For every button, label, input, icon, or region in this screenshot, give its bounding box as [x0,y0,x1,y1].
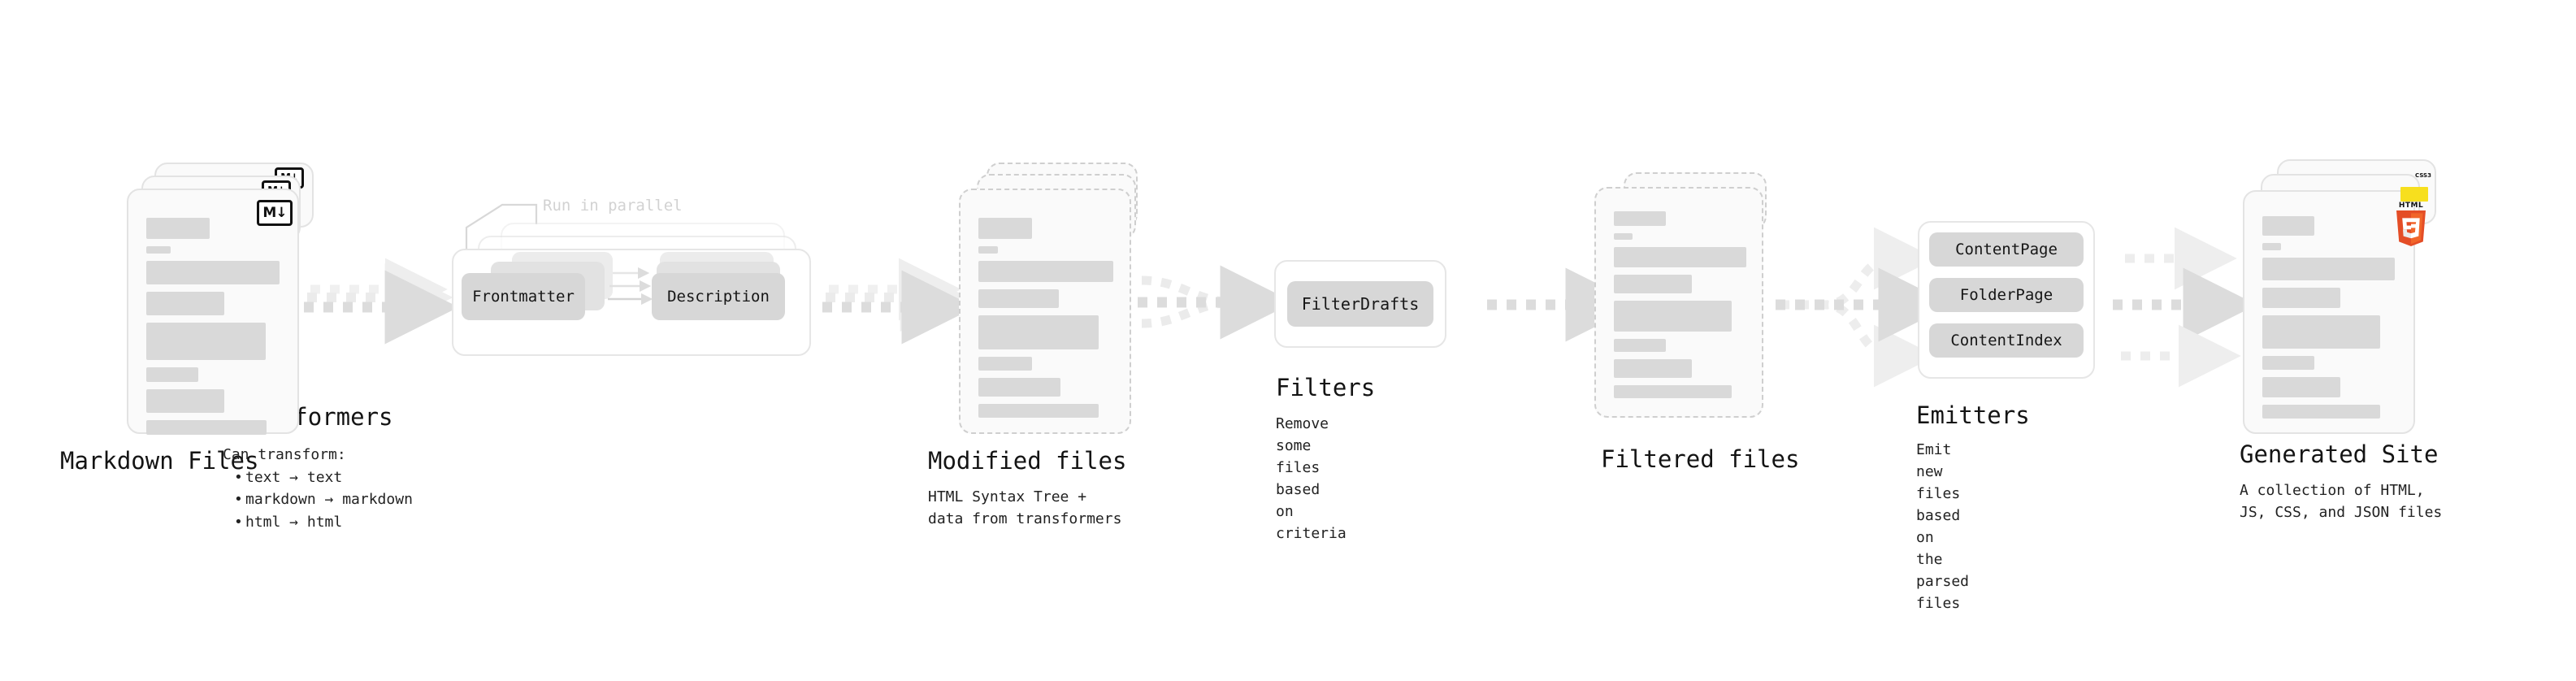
list-item: markdown → markdown [234,488,413,511]
modified-card-front [959,189,1131,434]
modified-card-stack [959,163,1147,439]
stage-title-filtered-files: Filtered files [1601,445,1800,473]
skeleton-bar [978,404,1099,418]
skeleton-bar [978,315,1099,349]
skeleton-bar [1614,211,1666,226]
skeleton-bar [978,261,1113,282]
stage-markdown-files: M↓ M↓ M↓ Markdown Files [60,163,315,475]
skeleton-bar [1614,275,1692,293]
skeleton-bar [2262,258,2395,280]
connector-filtered-to-emitters [1776,227,1953,388]
stage-modified-files: Modified files HTML Syntax Tree + data f… [928,163,1147,527]
markdown-skeleton-body [146,218,283,442]
stage-filtered-files: Filtered files [1594,172,1799,473]
transformers-bullet-list: text → text markdown → markdown html → h… [234,466,413,533]
list-item: text → text [234,466,413,489]
parallel-bracket [465,203,538,250]
connector-transformers-to-modified [822,258,976,345]
skeleton-bar [2262,315,2380,349]
emitter-chip-contentpage[interactable]: ContentPage [1929,232,2084,267]
css3-label: CSS3 [2415,172,2431,179]
css3-icon: CSS3 [2412,172,2435,179]
skeleton-bar [146,323,266,360]
html5-label: HTML [2398,202,2424,210]
skeleton-bar [1614,385,1732,398]
markdown-card-stack: M↓ M↓ M↓ [127,163,315,439]
transformer-inner-arrows [608,267,653,306]
connector-md-to-transformers [304,258,459,345]
site-card-html [2243,190,2415,434]
skeleton-bar [146,292,224,315]
site-card-stack: CSS3 HTML [2243,159,2446,436]
skeleton-bar [2262,216,2314,236]
skeleton-bar [1614,339,1666,352]
skeleton-bar [2262,243,2281,250]
stage-subtitle-generated-site: A collection of HTML, JS, CSS, and JSON … [2240,482,2443,521]
skeleton-bar [2262,405,2380,419]
skeleton-bar [2262,377,2340,397]
stage-title-emitters: Emitters [1916,401,2030,429]
filtered-card-front [1594,187,1763,418]
stage-generated-site: CSS3 HTML Generated Site A collection of… [2240,159,2446,521]
skeleton-bar [2262,356,2314,370]
skeleton-bar [146,389,224,413]
skeleton-bar [1614,233,1633,240]
skeleton-bar [1614,301,1732,332]
emitter-chip-folderpage[interactable]: FolderPage [1929,278,2084,312]
stage-subtitle-modified-files: HTML Syntax Tree + data from transformer… [928,488,1122,527]
html5-icon: HTML [2394,202,2428,251]
filtered-card-stack [1594,172,1783,440]
skeleton-bar [978,289,1059,308]
skeleton-bar [978,218,1032,239]
skeleton-bar [146,246,171,254]
skeleton-bar [978,246,998,254]
filter-chip-filterdrafts[interactable]: FilterDrafts [1287,281,1433,327]
filtered-skeleton-body [1614,211,1747,406]
skeleton-bar [146,261,280,284]
skeleton-bar [1614,247,1746,267]
emitter-chip-contentindex[interactable]: ContentIndex [1929,323,2084,358]
transformer-chip-frontmatter[interactable]: Frontmatter [462,273,585,320]
stage-subtitle-emitters: Emit new files based on the parsed files [1916,441,1970,612]
skeleton-bar [2262,288,2340,308]
modified-skeleton-body [978,218,1115,425]
site-skeleton-body [2262,216,2399,426]
skeleton-bar [978,357,1032,371]
skeleton-bar [146,420,267,435]
skeleton-bar [146,218,210,239]
markdown-card-front [127,189,299,435]
html5-shield [2396,210,2426,246]
stage-subtitle-filters: Remove some files based on criteria [1276,415,1347,542]
skeleton-bar [146,367,198,382]
skeleton-bar [978,378,1060,397]
skeleton-bar [1614,359,1692,378]
js-icon [2400,187,2428,202]
stage-title-filters: Filters [1276,374,1376,401]
parallel-label: Run in parallel [543,197,683,215]
connector-emitters-to-site [2113,227,2257,388]
stage-title-modified-files: Modified files [928,447,1127,475]
transformers-intro: Can transform: [223,446,346,463]
markdown-icon: M↓ [257,200,293,226]
transformer-chip-description[interactable]: Description [652,273,785,320]
stage-title-generated-site: Generated Site [2240,440,2439,468]
connector-modified-to-filters [1138,265,1295,340]
list-item: html → html [234,511,413,534]
stage-title-markdown-files: Markdown Files [60,447,259,475]
